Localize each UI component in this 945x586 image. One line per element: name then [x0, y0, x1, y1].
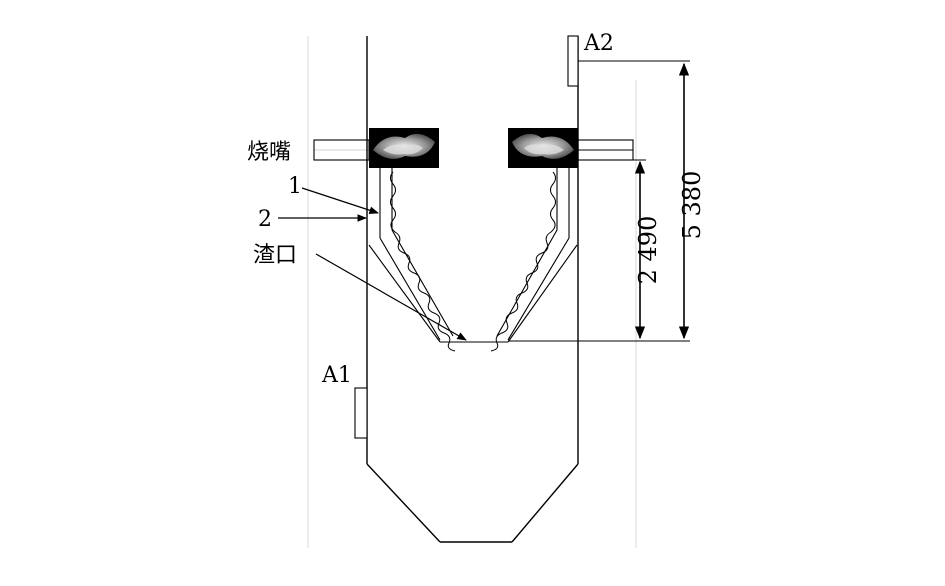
vessel-bottom-right-taper — [511, 463, 579, 543]
dim-label-2490: 2 490 — [634, 216, 662, 285]
dim-label-5380: 5 380 — [678, 171, 706, 240]
leader-1 — [301, 187, 379, 214]
label-burner: 烧嘴 — [247, 140, 291, 165]
inner-lining — [368, 168, 578, 343]
vessel-bottom-left-taper — [366, 463, 441, 543]
burner-left — [313, 128, 439, 168]
label-a2: A2 — [583, 31, 614, 56]
slag-layer — [390, 171, 556, 352]
burner-right — [508, 128, 634, 168]
dimensions — [508, 60, 690, 342]
frame-lines — [307, 36, 637, 548]
slag-wave-left — [390, 171, 456, 352]
label-item-1: 1 — [288, 174, 302, 199]
label-item-2: 2 — [258, 207, 272, 232]
measure-point-a2 — [567, 35, 579, 87]
label-slag-outlet: 渣口 — [253, 243, 297, 268]
leader-slag — [315, 253, 467, 341]
flame-icon — [373, 133, 435, 159]
label-a1: A1 — [321, 363, 352, 388]
measure-point-a1 — [354, 387, 368, 439]
leader-lines — [278, 187, 467, 341]
flame-icon — [512, 133, 574, 159]
slag-wave-right — [490, 171, 556, 352]
